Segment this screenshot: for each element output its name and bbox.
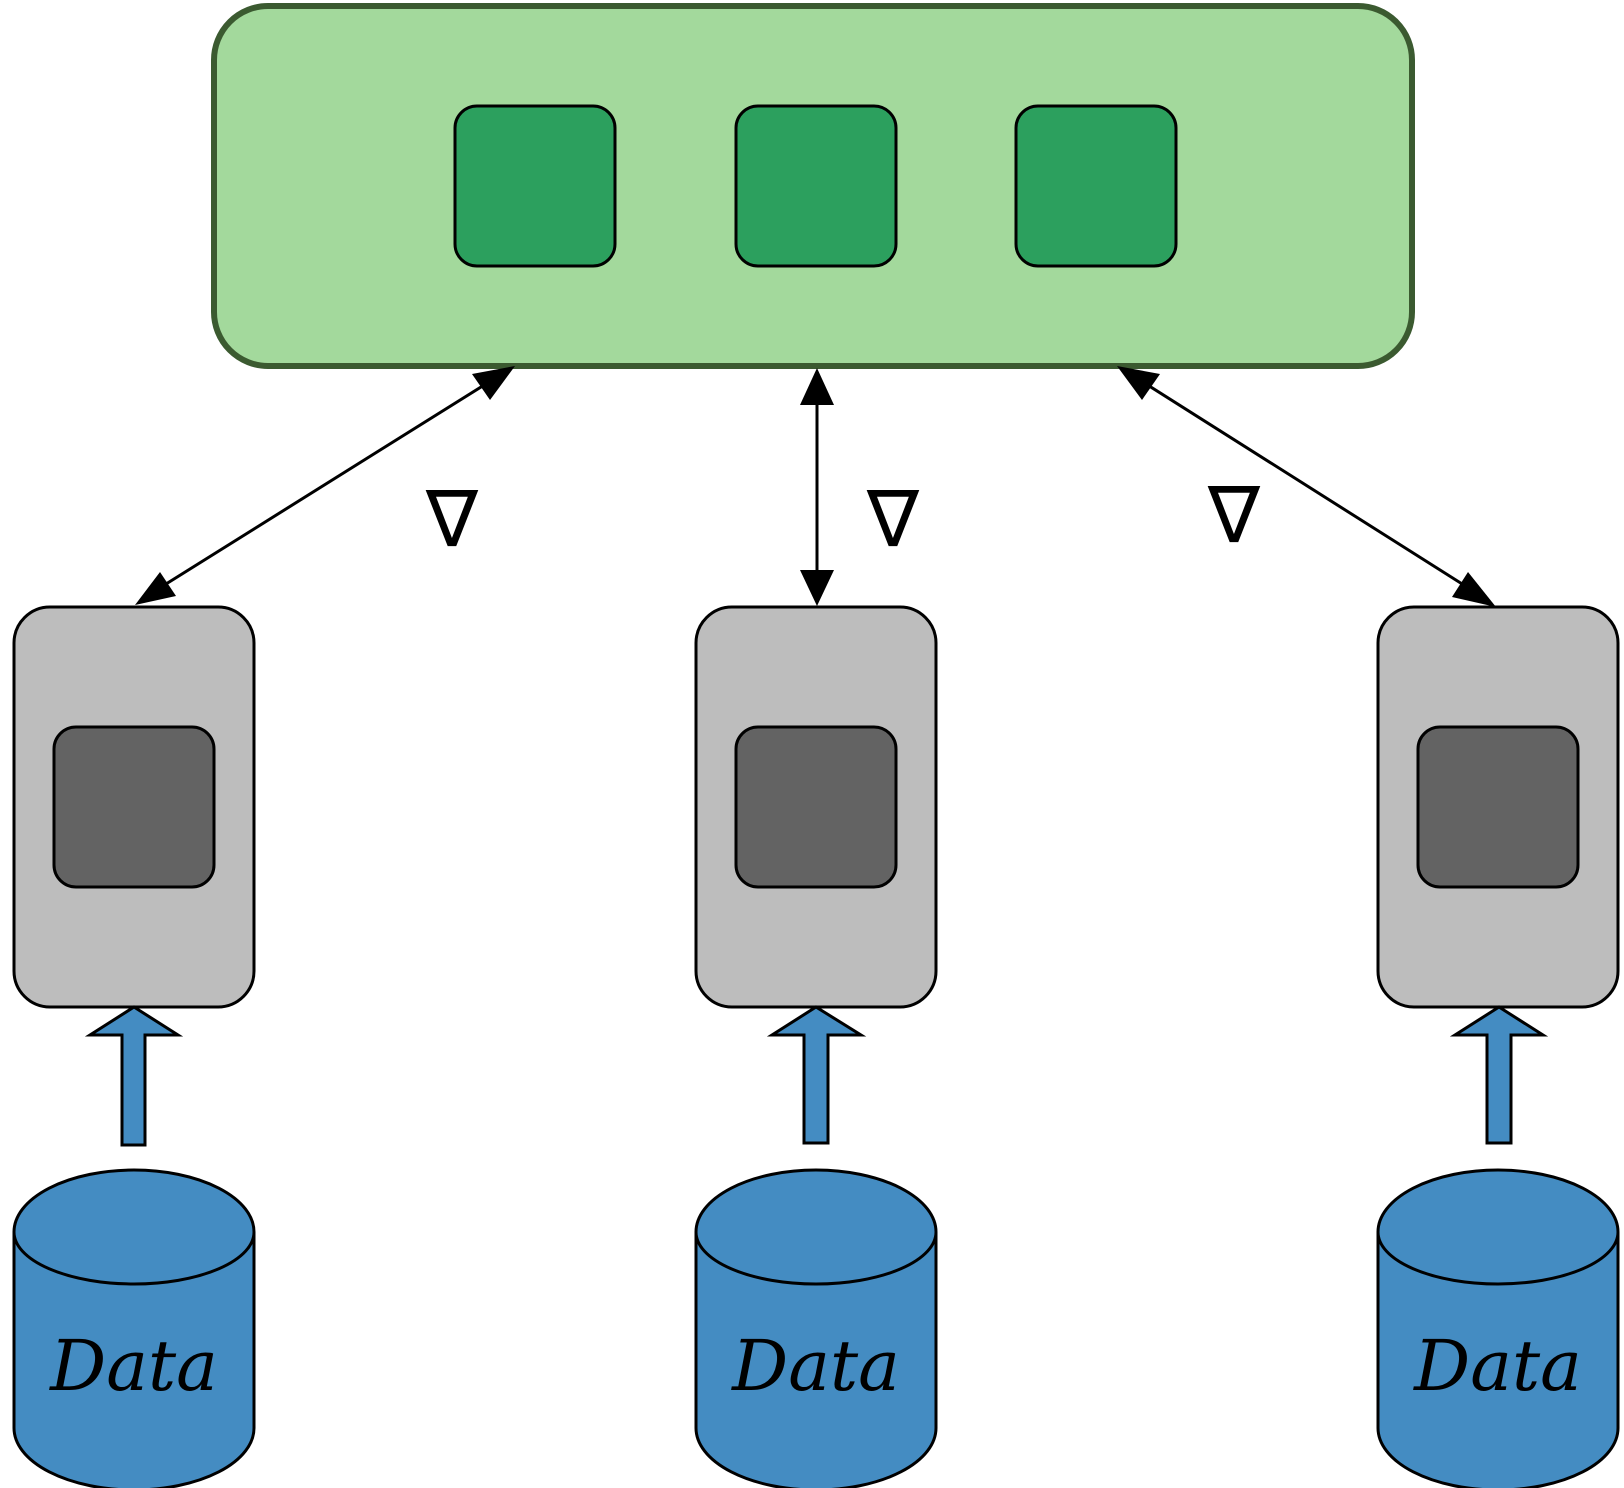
left-comm-arrowhead-bottom — [135, 572, 176, 605]
data-cylinder — [1376, 1168, 1620, 1488]
data-label: Data — [48, 1325, 218, 1407]
middle-comm-arrowhead-bottom — [800, 570, 834, 606]
data-cylinder-top-rim — [694, 1231, 938, 1286]
upload-arrow — [766, 1005, 867, 1145]
data-cylinder — [694, 1168, 938, 1488]
gradient-symbol-left: ∇ — [425, 475, 479, 565]
data-label: Data — [730, 1325, 900, 1407]
left-comm-arrowhead-top — [472, 366, 515, 400]
client-1: Data — [12, 605, 256, 1488]
gradient-symbol-middle: ∇ — [866, 475, 920, 565]
right-comm-line — [1134, 375, 1479, 596]
upload-arrow — [1449, 1005, 1549, 1145]
left-comm-line — [149, 375, 498, 596]
client-2: Data — [694, 605, 938, 1488]
middle-comm-arrowhead-top — [800, 368, 834, 405]
data-cylinder-top-rim — [1376, 1231, 1620, 1286]
communication-arrows — [135, 366, 1496, 607]
server-model-block-3 — [1014, 104, 1178, 268]
server-model-block-2 — [734, 104, 898, 268]
upload-arrow — [84, 1005, 184, 1147]
right-comm-arrowhead-top — [1117, 366, 1160, 400]
data-label: Data — [1412, 1325, 1582, 1407]
client-model-block — [1416, 725, 1580, 889]
server — [211, 3, 1415, 369]
client-3: Data — [1376, 605, 1620, 1488]
data-cylinder — [12, 1168, 256, 1488]
client-model-block — [52, 725, 216, 889]
data-cylinder-top-rim — [12, 1231, 256, 1286]
gradient-symbol-right: ∇ — [1207, 471, 1261, 561]
server-model-block-1 — [453, 104, 617, 268]
client-model-block — [734, 725, 898, 889]
right-comm-arrowhead-bottom — [1452, 572, 1496, 607]
